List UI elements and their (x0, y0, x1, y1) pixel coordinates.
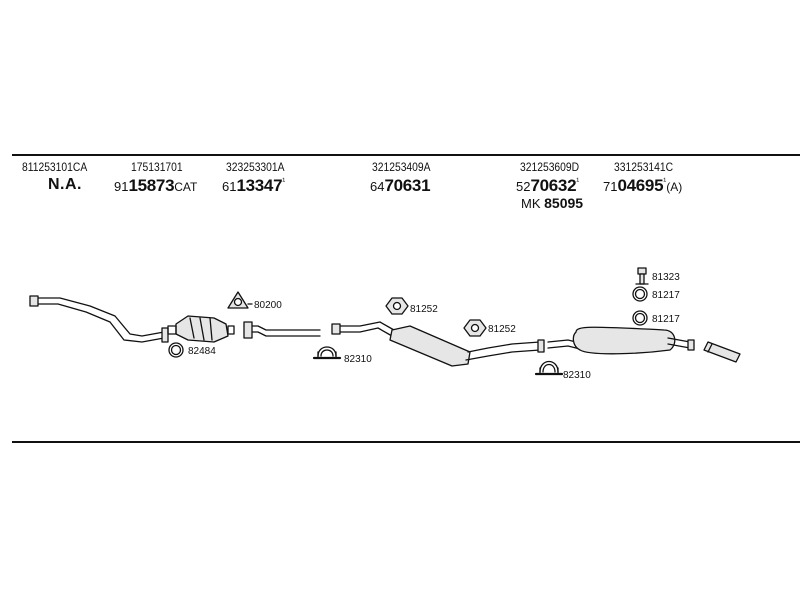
part-number-4: 6470631 (370, 176, 431, 195)
part-label-81323: 81323 (652, 272, 680, 283)
tailpipe-icon (703, 341, 741, 363)
rubber-hanger-icon (385, 297, 409, 315)
part-label-82484: 82484 (188, 346, 216, 357)
part-label-81252-b: 81252 (488, 324, 516, 335)
exhaust-pipe-icon (243, 321, 321, 339)
part-label-81217-a: 81217 (652, 290, 680, 301)
part-number-prefix: 91 (114, 179, 129, 194)
catalytic-converter-icon (167, 315, 235, 343)
part-number-main: 70632 (530, 176, 577, 195)
muffler-icon (547, 326, 695, 355)
mounting-kit-value: 85095 (544, 195, 584, 211)
part-label-82310-a: 82310 (344, 354, 372, 365)
mounting-kit-label: MK (521, 196, 541, 211)
part-number-3: 6113347¹ (222, 177, 285, 195)
footnote-marker: ¹ (663, 176, 667, 186)
oem-number-6: 331253141C (614, 160, 674, 174)
muffler-icon (389, 325, 545, 367)
part-number-main: 15873 (128, 176, 175, 195)
part-label-80200: 80200 (254, 300, 282, 311)
oem-number-5: 321253609D (520, 160, 580, 174)
part-number-main: 13347 (236, 176, 283, 195)
part-label-82310-b: 82310 (563, 370, 591, 381)
o-ring-icon (632, 286, 648, 302)
oem-number-1: 811253101CA (22, 160, 88, 174)
diagram-bottom-rule (12, 441, 800, 443)
o-ring-icon (632, 310, 648, 326)
exhaust-pipe-icon (331, 321, 395, 337)
part-number-6: 7104695¹(A) (603, 177, 682, 195)
part-number-suffix: (A) (666, 180, 683, 194)
part-number-main: 04695 (617, 176, 664, 195)
part-number-suffix: CAT (174, 180, 198, 194)
part-number-prefix: 61 (222, 179, 237, 194)
footnote-marker: ¹ (576, 176, 580, 186)
exhaust-pipe-icon (29, 295, 169, 343)
part-number-2: 9115873CAT (114, 177, 197, 195)
oem-number-2: 175131701 (131, 160, 183, 174)
u-clamp-icon (534, 360, 564, 376)
header-top-rule (12, 154, 800, 156)
oem-number-3: 323253301A (226, 160, 285, 174)
o-ring-icon (168, 342, 184, 358)
mount-bolt-icon (635, 267, 649, 285)
footnote-marker: ¹ (282, 176, 286, 186)
part-number-main: 70631 (384, 176, 431, 195)
rubber-hanger-icon (463, 319, 487, 337)
oem-number-4: 321253409A (372, 160, 431, 174)
part-number-prefix: 52 (516, 179, 531, 194)
u-clamp-icon (312, 346, 342, 360)
part-number-5: 5270632¹ (516, 177, 579, 195)
part-label-81252-a: 81252 (410, 304, 438, 315)
mounting-kit-number: MK 85095 (521, 195, 583, 211)
part-number-prefix: 71 (603, 179, 618, 194)
gasket-icon (227, 291, 253, 309)
part-number-prefix: 64 (370, 179, 385, 194)
part-number-not-available: N.A. (48, 176, 82, 193)
part-label-81217-b: 81217 (652, 314, 680, 325)
